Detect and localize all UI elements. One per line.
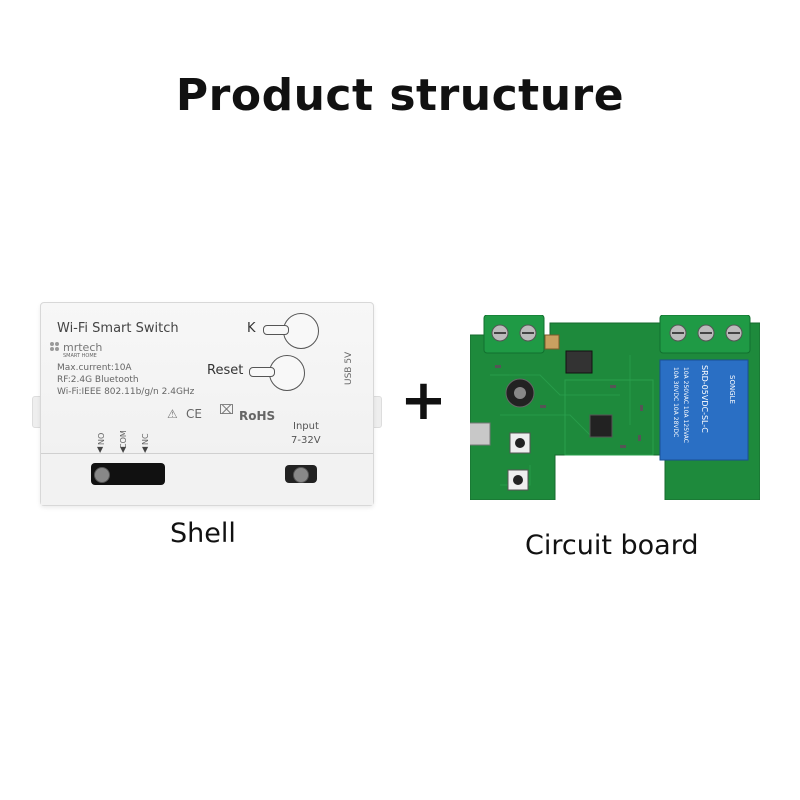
shell-brand-sub: SMART HOME — [63, 353, 97, 359]
shell-input-voltage: 7-32V — [291, 435, 321, 446]
shell-device-title: Wi-Fi Smart Switch — [57, 321, 179, 336]
regulator-chip — [544, 334, 560, 350]
relay-model: SRD-05VDC-SL-C — [700, 365, 709, 433]
warning-icon: ⚠ — [167, 407, 178, 421]
plus-sign: + — [400, 368, 447, 433]
reset-button-slot — [249, 367, 275, 377]
shell-input-label: Input — [293, 421, 319, 432]
k-button-slot — [263, 325, 289, 335]
terminal-arrow-com: ▼ — [120, 445, 127, 454]
terminal-label-no: NO — [97, 432, 106, 445]
shell-caption: Shell — [170, 518, 236, 549]
shell-rohs-mark: RoHS — [239, 409, 276, 423]
relay-brand: SONGLE — [728, 375, 736, 404]
module-area — [564, 379, 654, 456]
shell-ce-mark: CE — [186, 407, 202, 421]
shell-usb-label: USB 5V — [344, 351, 354, 385]
relay-rating-2: 10A 30VDC 10A 28VDC — [672, 367, 679, 437]
shell-enclosure: Wi-Fi Smart Switch mrtech SMART HOME Max… — [40, 302, 374, 506]
weee-bin-icon: ⌧ — [219, 403, 234, 418]
relay-rating-1: 10A 250VAC 10A 125VAC — [682, 367, 689, 443]
shell-wifi-spec: Wi-Fi:IEEE 802.11b/g/n 2.4GHz — [57, 387, 195, 397]
terminal-block-3pin — [659, 315, 751, 354]
inductor — [565, 350, 593, 374]
shell-rf-spec: RF:2.4G Bluetooth — [57, 375, 139, 385]
terminal-arrow-no: ▼ — [97, 445, 104, 454]
mcu-chip — [589, 414, 613, 438]
shell-k-label: K — [247, 321, 256, 336]
terminal-screw-no — [94, 467, 110, 483]
shell-max-current: Max.current:10A — [57, 363, 132, 373]
circuit-board-image: SONGLE SRD-05VDC-SL-C 10A 250VAC 10A 125… — [470, 315, 760, 500]
shell-reset-label: Reset — [207, 363, 244, 378]
terminal-block-2pin — [483, 315, 545, 354]
page-title: Product structure — [175, 70, 625, 121]
terminal-arrow-nc: ▼ — [142, 445, 149, 454]
relay-terminal-slot — [91, 463, 165, 485]
k-button[interactable] — [283, 313, 319, 349]
relay: SONGLE SRD-05VDC-SL-C 10A 250VAC 10A 125… — [659, 359, 749, 461]
terminal-label-nc: NC — [141, 433, 150, 445]
brand-logo-icon — [50, 342, 59, 351]
terminal-screw-power — [293, 467, 309, 483]
reset-button[interactable] — [269, 355, 305, 391]
micro-usb-port — [470, 422, 491, 446]
shell-brand: mrtech — [63, 341, 103, 354]
pcb-marking: SOV-005 V1.2 — [580, 487, 635, 496]
circuit-board-caption: Circuit board — [525, 530, 699, 561]
